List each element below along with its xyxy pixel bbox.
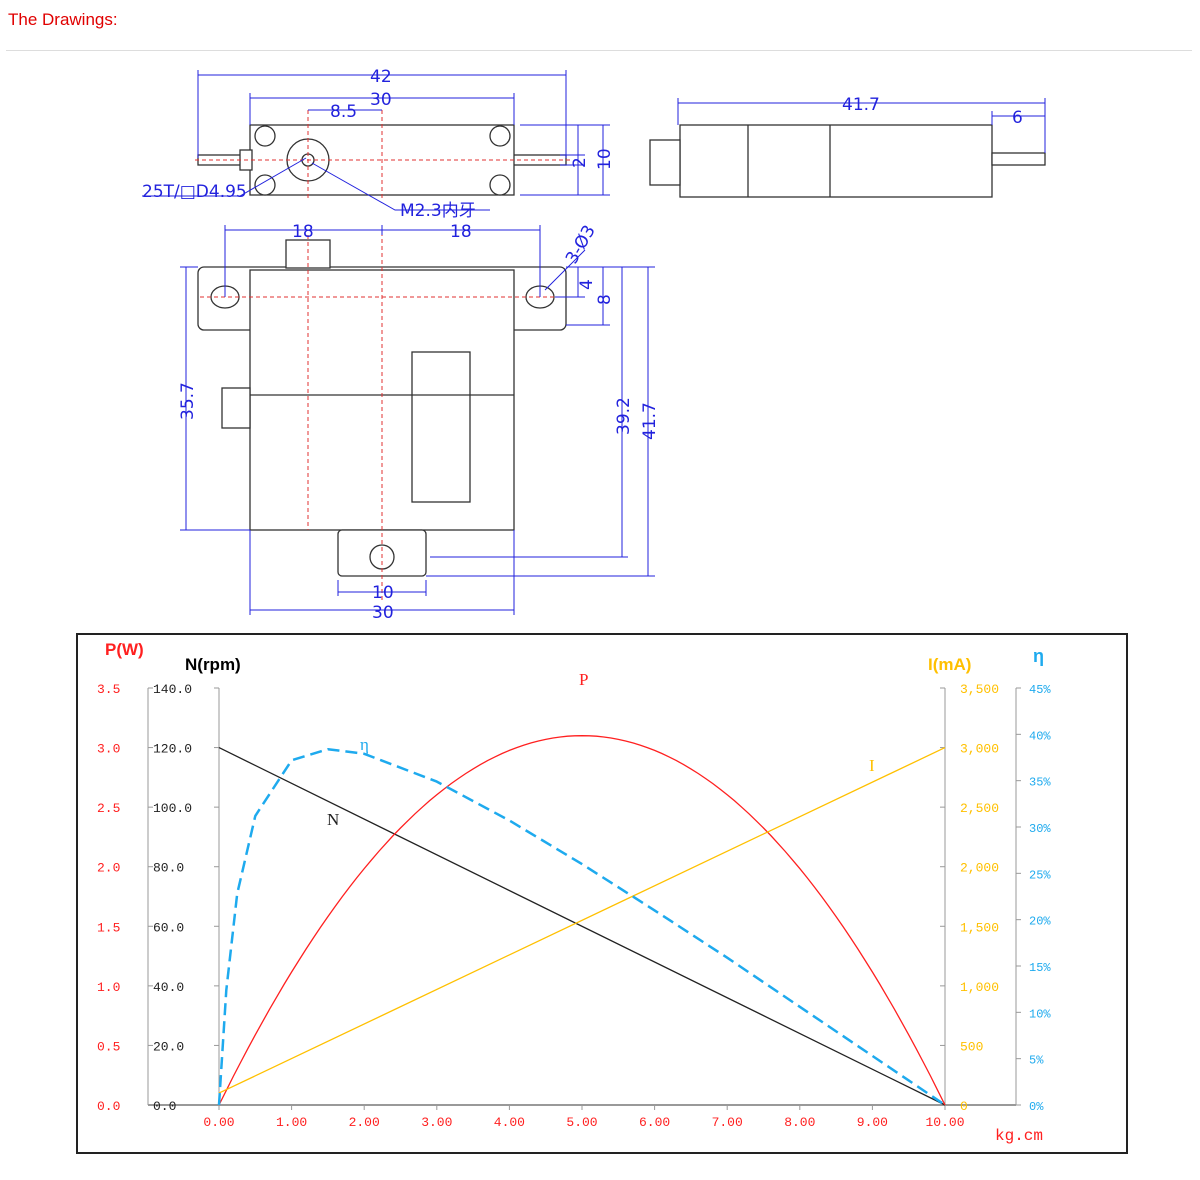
x-tick-label: 8.00 bbox=[784, 1115, 815, 1130]
n-tick-label: 100.0 bbox=[153, 801, 192, 816]
dim-side-shaft: 6 bbox=[1012, 108, 1023, 128]
dim-body-width: 30 bbox=[370, 90, 392, 110]
dim-shaft: 2 bbox=[570, 157, 590, 168]
series-label-P: P bbox=[579, 670, 588, 689]
p-tick-label: 0.5 bbox=[97, 1039, 120, 1054]
divider bbox=[6, 50, 1192, 51]
spline-label: 25T/□D4.95 bbox=[142, 182, 247, 202]
i-tick-label: 1,000 bbox=[960, 980, 999, 995]
p-tick-label: 3.0 bbox=[97, 742, 120, 757]
n-tick-label: 140.0 bbox=[153, 682, 192, 697]
eta-tick-label: 30% bbox=[1029, 822, 1051, 836]
dim-side-length: 41.7 bbox=[842, 95, 880, 115]
eta-axis-title: η bbox=[1033, 646, 1044, 666]
thread-label: M2.3内牙 bbox=[400, 201, 476, 221]
eta-tick-label: 20% bbox=[1029, 915, 1051, 929]
i-tick-label: 500 bbox=[960, 1039, 983, 1054]
i-tick-label: 2,000 bbox=[960, 861, 999, 876]
x-tick-label: 5.00 bbox=[566, 1115, 597, 1130]
p-tick-label: 1.0 bbox=[97, 980, 120, 995]
series-label-I: I bbox=[869, 756, 875, 775]
i-tick-label: 3,500 bbox=[960, 682, 999, 697]
n-tick-label: 20.0 bbox=[153, 1039, 184, 1054]
dim-flange: 8 bbox=[595, 294, 615, 305]
dim-height: 10 bbox=[595, 148, 615, 170]
i-tick-label: 2,500 bbox=[960, 801, 999, 816]
p-axis-title: P(W) bbox=[105, 640, 144, 659]
chart-frame bbox=[76, 633, 1128, 1154]
p-tick-label: 2.0 bbox=[97, 861, 120, 876]
x-tick-label: 2.00 bbox=[349, 1115, 380, 1130]
dim-hole-left: 18 bbox=[292, 222, 314, 242]
series-label-N: N bbox=[327, 810, 339, 829]
n-tick-label: 40.0 bbox=[153, 980, 184, 995]
eta-tick-label: 25% bbox=[1029, 868, 1051, 882]
eta-tick-label: 15% bbox=[1029, 961, 1051, 975]
i-tick-label: 1,500 bbox=[960, 920, 999, 935]
side-view: 41.7 6 bbox=[649, 95, 1046, 198]
x-axis-title: kg.cm bbox=[995, 1127, 1043, 1145]
i-tick-label: 0 bbox=[960, 1099, 968, 1114]
dim-bottom-width: 30 bbox=[372, 603, 394, 623]
n-axis-title: N(rpm) bbox=[185, 655, 241, 674]
dim-body-height: 35.7 bbox=[178, 382, 198, 420]
eta-tick-label: 45% bbox=[1029, 683, 1051, 697]
i-axis-title: I(mA) bbox=[928, 655, 971, 674]
n-tick-label: 120.0 bbox=[153, 742, 192, 757]
p-tick-label: 0.0 bbox=[97, 1099, 120, 1114]
n-tick-label: 80.0 bbox=[153, 861, 184, 876]
n-tick-label: 0.0 bbox=[153, 1099, 176, 1114]
x-tick-label: 6.00 bbox=[639, 1115, 670, 1130]
eta-tick-label: 10% bbox=[1029, 1007, 1051, 1021]
dim-spline-offset: 8.5 bbox=[330, 102, 357, 122]
series-line-I bbox=[218, 747, 946, 1094]
dim-overall-width: 42 bbox=[370, 67, 392, 87]
front-view: 18 18 3-Ø3 4 8 35.7 39.2 41.7 10 30 bbox=[178, 222, 660, 623]
eta-tick-label: 35% bbox=[1029, 776, 1051, 790]
dim-hole-right: 18 bbox=[450, 222, 472, 242]
x-tick-label: 1.00 bbox=[276, 1115, 307, 1130]
dim-height-tab: 39.2 bbox=[614, 397, 634, 435]
eta-tick-label: 40% bbox=[1029, 729, 1051, 743]
x-tick-label: 3.00 bbox=[421, 1115, 452, 1130]
x-tick-label: 7.00 bbox=[712, 1115, 743, 1130]
eta-tick-label: 0% bbox=[1029, 1100, 1044, 1114]
p-tick-label: 1.5 bbox=[97, 920, 120, 935]
servo-drawing: 42 30 8.5 25T/□D4.95 M2.3内牙 2 10 41.7 6 … bbox=[142, 67, 1046, 623]
series-line-N bbox=[218, 747, 946, 1106]
x-tick-label: 9.00 bbox=[857, 1115, 888, 1130]
section-title: The Drawings: bbox=[8, 10, 118, 29]
series-line-eta bbox=[217, 747, 946, 1107]
dim-overall-height: 41.7 bbox=[640, 402, 660, 440]
x-tick-label: 0.00 bbox=[203, 1115, 234, 1130]
i-tick-label: 3,000 bbox=[960, 742, 999, 757]
dim-tab-width: 10 bbox=[372, 583, 394, 603]
series-line-P bbox=[218, 735, 946, 1106]
eta-tick-label: 5% bbox=[1029, 1054, 1044, 1068]
top-view: 42 30 8.5 25T/□D4.95 M2.3内牙 2 10 bbox=[142, 67, 615, 221]
p-tick-label: 2.5 bbox=[97, 801, 120, 816]
n-tick-label: 60.0 bbox=[153, 920, 184, 935]
x-tick-label: 10.00 bbox=[925, 1115, 964, 1130]
p-tick-label: 3.5 bbox=[97, 682, 120, 697]
dim-hole-offset: 4 bbox=[577, 279, 597, 290]
series-label-eta: η bbox=[360, 735, 369, 754]
x-tick-label: 4.00 bbox=[494, 1115, 525, 1130]
